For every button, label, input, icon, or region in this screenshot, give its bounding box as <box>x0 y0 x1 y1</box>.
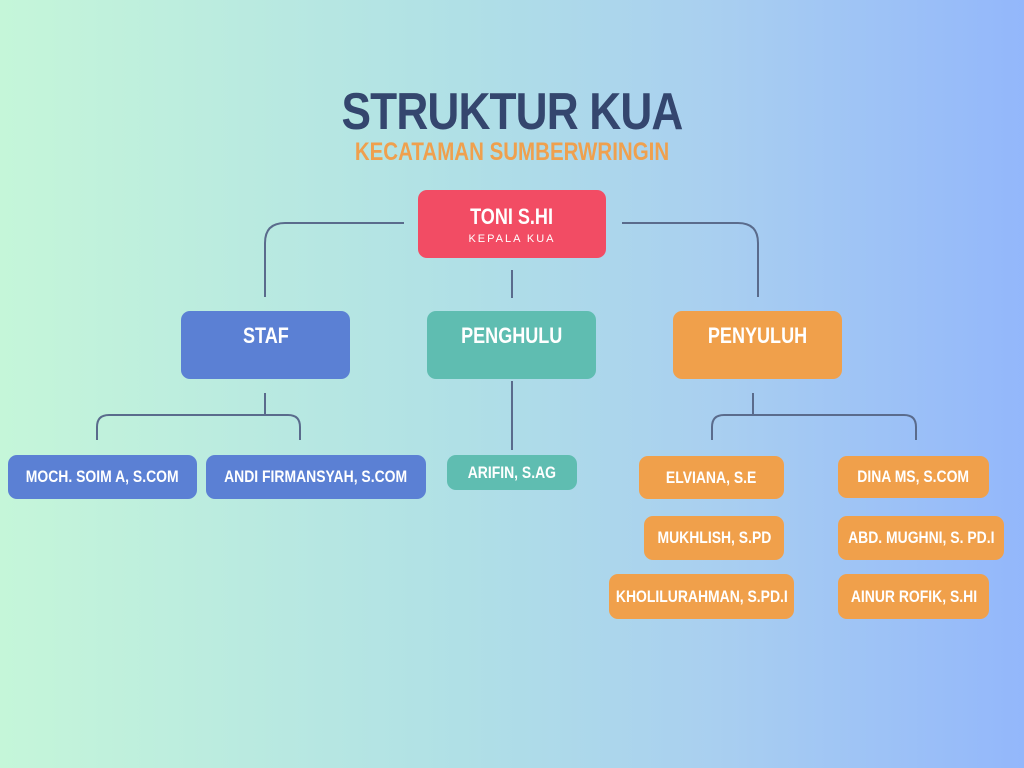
box-label: PENGHULU <box>460 323 563 348</box>
page-title: STRUKTUR KUA <box>341 83 684 141</box>
dept-staf: STAF <box>181 311 350 379</box>
dept-penyuluh: PENYULUH <box>673 311 842 379</box>
box-label: AINUR ROFIK, S.HI <box>850 586 977 606</box>
box-label: DINA MS, S.COM <box>857 467 970 486</box>
box-label: PENYULUH <box>707 323 808 348</box>
head-name: TONI S.HI <box>470 203 554 229</box>
head-role: KEPALA KUA <box>468 232 556 245</box>
box-label: ELVIANA, S.E <box>666 467 757 487</box>
box-label: ARIFIN, S.AG <box>467 462 557 482</box>
box-label: ABD. MUGHNI, S. PD.I <box>847 528 995 547</box>
box-label: STAF <box>242 323 289 348</box>
dept-penghulu: PENGHULU <box>427 311 596 379</box>
member-box: KHOLILURAHMAN, S.PD.I <box>609 574 794 619</box>
member-box: MOCH. SOIM A, S.COM <box>8 455 197 499</box>
connector-penyuluh-members <box>711 393 917 440</box>
member-box: ANDI FIRMANSYAH, S.COM <box>206 455 426 499</box>
member-box: DINA MS, S.COM <box>838 456 989 498</box>
member-box: AINUR ROFIK, S.HI <box>838 574 989 619</box>
box-label: KHOLILURAHMAN, S.PD.I <box>615 586 788 606</box>
page-subtitle: KECATAMAN SUMBERWRINGIN <box>354 138 670 166</box>
member-box: ARIFIN, S.AG <box>447 455 577 490</box>
box-label: ANDI FIRMANSYAH, S.COM <box>224 467 408 486</box>
connector-staf-members <box>96 393 301 440</box>
connector-head-staf <box>264 222 404 297</box>
connector-head-penyuluh <box>622 222 759 297</box>
member-box: ABD. MUGHNI, S. PD.I <box>838 516 1004 560</box>
member-box: MUKHLISH, S.PD <box>644 516 784 560</box>
box-label: MUKHLISH, S.PD <box>657 528 771 547</box>
member-box: ELVIANA, S.E <box>639 456 784 499</box>
head-box: TONI S.HI KEPALA KUA <box>418 190 606 258</box>
box-label: MOCH. SOIM A, S.COM <box>26 467 179 486</box>
